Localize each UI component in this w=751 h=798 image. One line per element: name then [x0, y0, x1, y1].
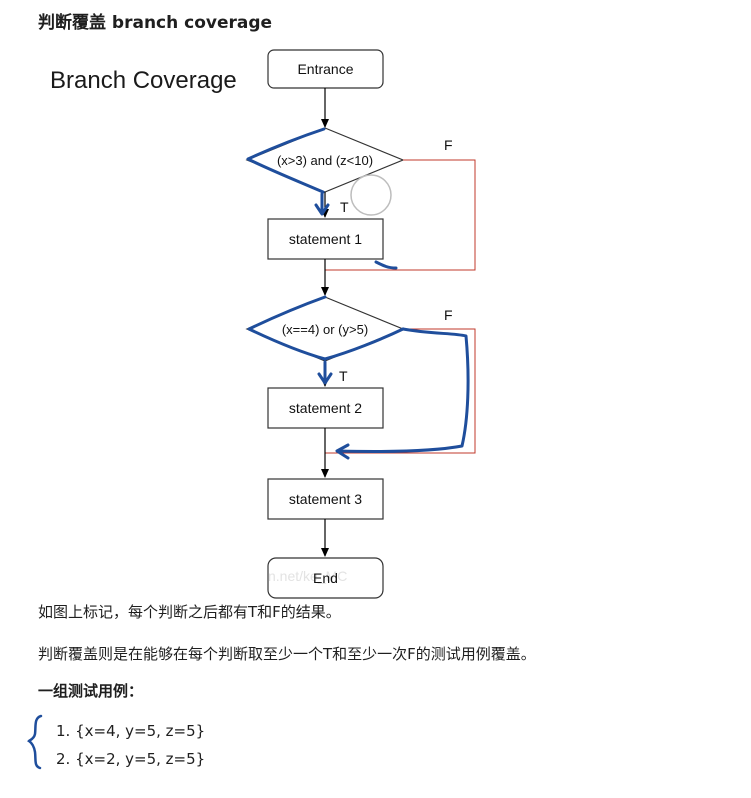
- edge-decision2-false: [325, 328, 476, 454]
- test-cases-heading: 一组测试用例：: [38, 682, 144, 700]
- decision1-label: (x>3) and (z<10): [277, 153, 373, 168]
- end-label: End: [313, 570, 338, 586]
- decision1-true-label: T: [340, 199, 349, 215]
- handwritten-annotations: [246, 127, 470, 460]
- decision2-true-label: T: [339, 368, 348, 384]
- edge-decision1-false: [325, 159, 476, 271]
- end-node: [267, 557, 384, 599]
- decision2-false-label: F: [444, 307, 453, 323]
- statement1-node: [267, 218, 384, 260]
- diagram-title: Branch Coverage: [50, 67, 237, 94]
- statement1-label: statement 1: [289, 231, 362, 247]
- entrance-label: Entrance: [297, 61, 353, 77]
- handwritten-brace: [27, 714, 43, 770]
- watermark: n.net/ke_MC: [268, 568, 347, 584]
- decision1-false-label: F: [444, 137, 453, 153]
- statement2-label: statement 2: [289, 400, 362, 416]
- page-heading: 判断覆盖 branch coverage: [38, 13, 273, 33]
- paragraph-1: 如图上标记，每个判断之后都有T和F的结果。: [38, 603, 341, 621]
- test-case-item: 1. {x=4, y=5, z=5}: [56, 722, 206, 740]
- statement3-node: [267, 478, 384, 520]
- branch-coverage-flowchart: Branch Coverage Entrance (x>3) and (z<10…: [50, 49, 476, 599]
- statement3-label: statement 3: [289, 491, 362, 507]
- decision2-label: (x==4) or (y>5): [282, 322, 368, 337]
- paragraph-2: 判断覆盖则是在能够在每个判断取至少一个T和至少一次F的测试用例覆盖。: [38, 645, 536, 663]
- test-case-list: 1. {x=4, y=5, z=5} 2. {x=2, y=5, z=5}: [52, 717, 205, 773]
- test-case-item: 2. {x=2, y=5, z=5}: [56, 750, 206, 768]
- cursor-circle-mark: [350, 174, 392, 216]
